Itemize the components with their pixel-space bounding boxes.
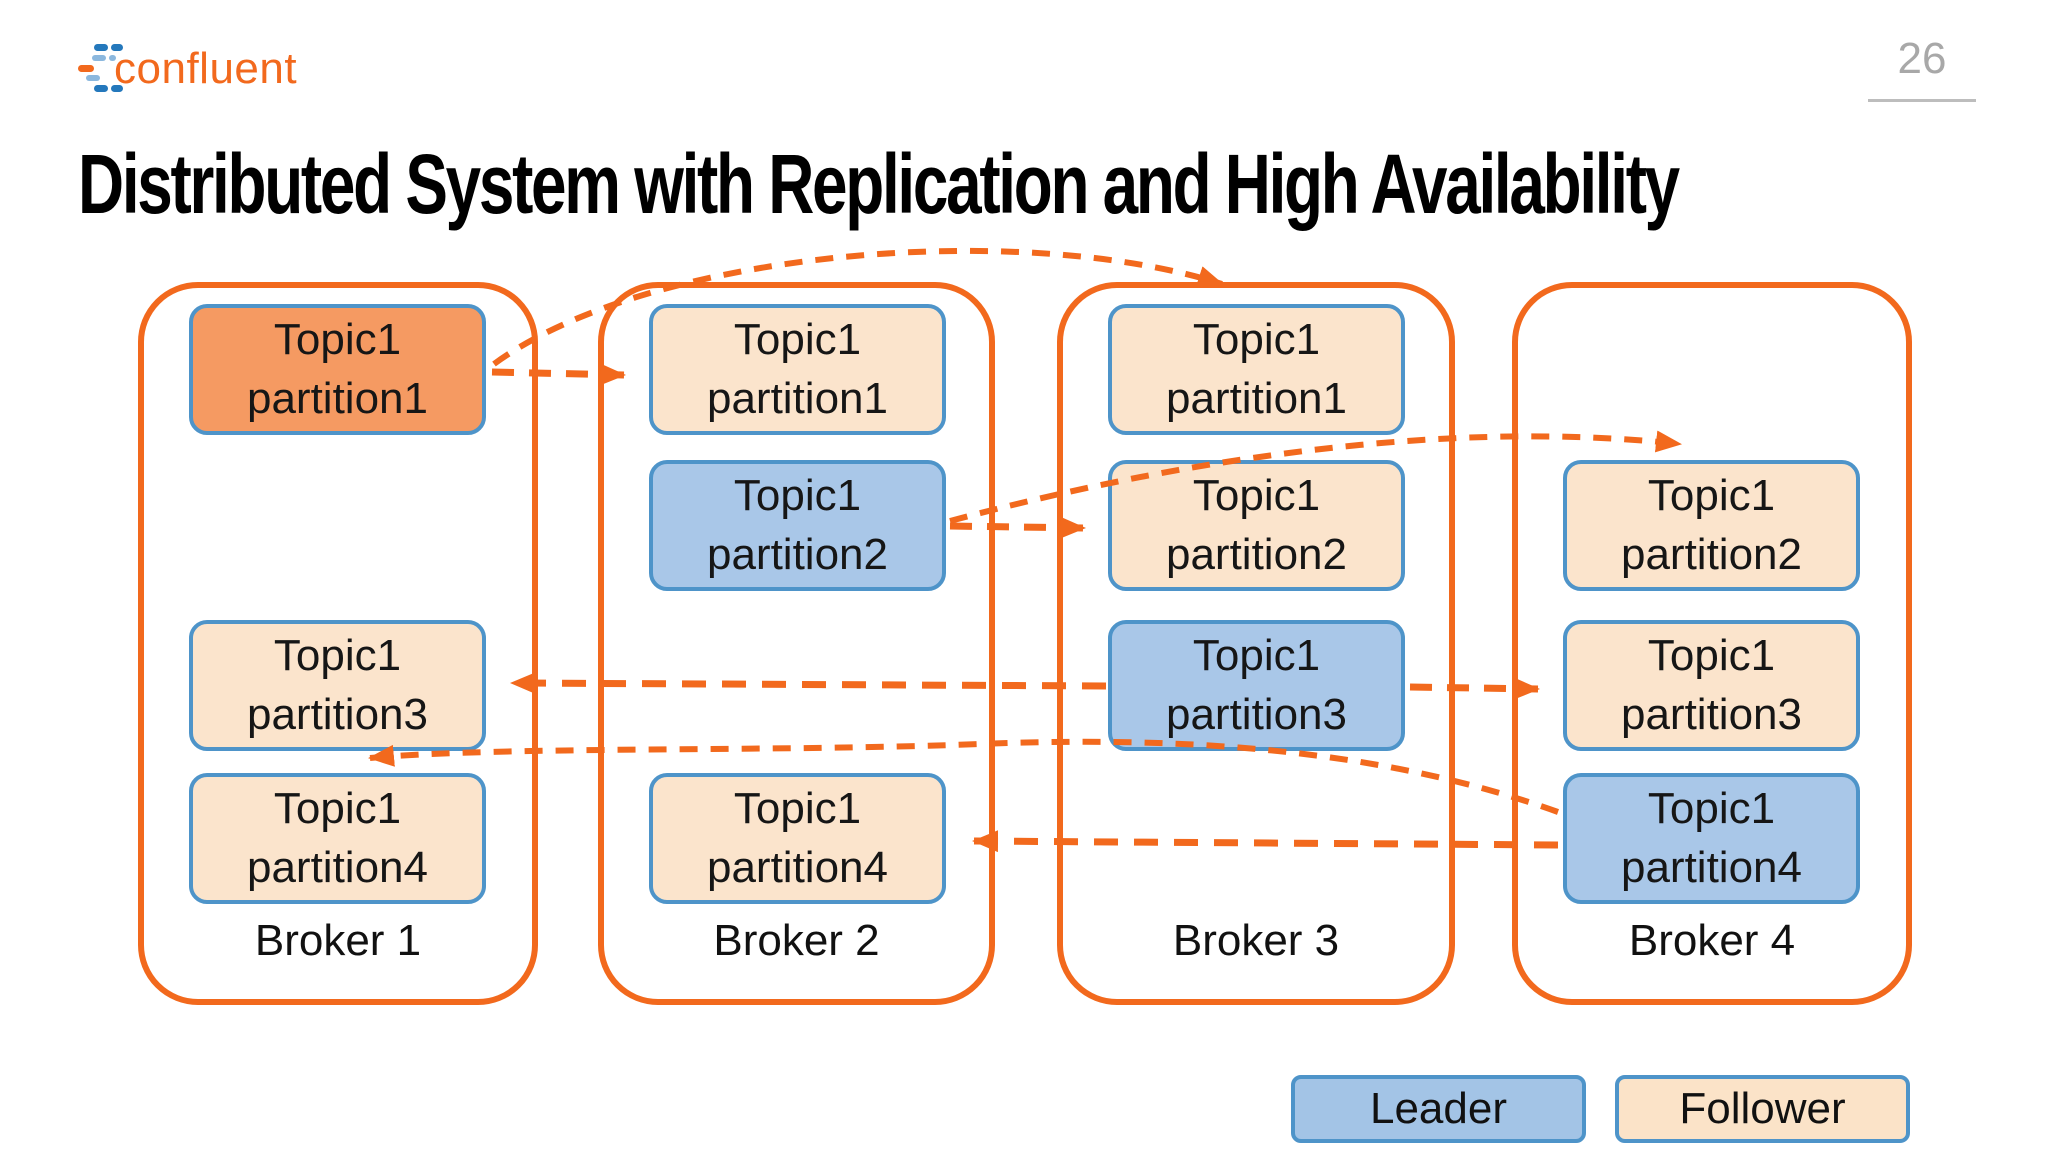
broker-4-label: Broker 4 — [1628, 916, 1796, 965]
legend-leader-label: Leader — [1369, 1084, 1507, 1133]
partition-topic: Topic1 — [1647, 784, 1776, 834]
broker-4-container: Topic1 partition2 Topic1 partition3 Topi… — [1512, 282, 1912, 1005]
partition-box-b1-p1: Topic1 partition1 — [189, 304, 486, 435]
partition-name: partition2 — [1620, 529, 1802, 579]
partition-topic: Topic1 — [1192, 315, 1321, 365]
partition-topic: Topic1 — [273, 784, 402, 834]
partition-box-b4-p3: Topic1 partition3 — [1563, 620, 1860, 751]
partition-name: partition1 — [246, 373, 428, 423]
broker-3-container: Topic1 partition1 Topic1 partition2 Topi… — [1057, 282, 1455, 1005]
partition-name: partition2 — [706, 529, 888, 579]
broker-1-label: Broker 1 — [254, 916, 422, 965]
partition-topic: Topic1 — [1647, 631, 1776, 681]
page-number-underline — [1868, 99, 1976, 102]
partition-box-b4-p4: Topic1 partition4 — [1563, 773, 1860, 904]
legend-follower-label: Follower — [1679, 1084, 1846, 1133]
partition-name: partition3 — [1165, 689, 1347, 739]
slide-title: Distributed System with Replication and … — [78, 137, 1680, 231]
partition-topic: Topic1 — [733, 471, 862, 521]
page-number: 26 — [1897, 34, 1947, 83]
broker-1-container: Topic1 partition1 Topic1 partition3 Topi… — [138, 282, 538, 1005]
legend-follower: Follower — [1615, 1075, 1910, 1143]
partition-topic: Topic1 — [1647, 471, 1776, 521]
partition-name: partition3 — [246, 689, 428, 739]
partition-topic: Topic1 — [733, 784, 862, 834]
partition-box-b4-p2: Topic1 partition2 — [1563, 460, 1860, 591]
partition-name: partition4 — [706, 842, 888, 892]
partition-topic: Topic1 — [273, 315, 402, 365]
broker-3-label: Broker 3 — [1172, 916, 1340, 965]
partition-name: partition1 — [1165, 373, 1347, 423]
partition-name: partition1 — [706, 373, 888, 423]
partition-name: partition4 — [1620, 842, 1802, 892]
broker-2-container: Topic1 partition1 Topic1 partition2 Topi… — [598, 282, 995, 1005]
legend-leader: Leader — [1291, 1075, 1586, 1143]
partition-name: partition4 — [246, 842, 428, 892]
partition-box-b3-p1: Topic1 partition1 — [1108, 304, 1405, 435]
partition-name: partition2 — [1165, 529, 1347, 579]
partition-box-b1-p4: Topic1 partition4 — [189, 773, 486, 904]
partition-name: partition3 — [1620, 689, 1802, 739]
partition-topic: Topic1 — [273, 631, 402, 681]
partition-box-b3-p3: Topic1 partition3 — [1108, 620, 1405, 751]
partition-box-b1-p3: Topic1 partition3 — [189, 620, 486, 751]
confluent-logo-icon — [76, 38, 123, 92]
confluent-logo: confluent — [76, 36, 336, 96]
broker-2-label: Broker 2 — [713, 916, 880, 965]
partition-topic: Topic1 — [733, 315, 862, 365]
partition-box-b2-p4: Topic1 partition4 — [649, 773, 946, 904]
confluent-logo-text: confluent — [114, 44, 298, 93]
partition-box-b2-p2: Topic1 partition2 — [649, 460, 946, 591]
partition-box-b2-p1: Topic1 partition1 — [649, 304, 946, 435]
partition-topic: Topic1 — [1192, 631, 1321, 681]
partition-box-b3-p2: Topic1 partition2 — [1108, 460, 1405, 591]
partition-topic: Topic1 — [1192, 471, 1321, 521]
